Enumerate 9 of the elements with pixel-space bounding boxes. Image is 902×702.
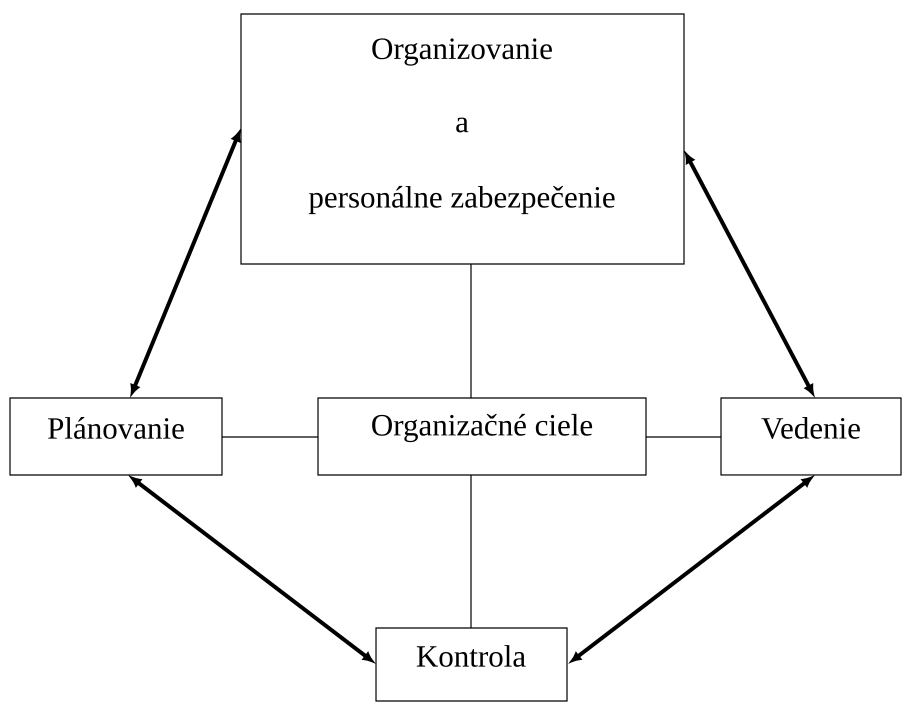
- connector-line: [646, 436, 721, 438]
- process-box: Vedenie: [720, 397, 902, 476]
- connector-line: [222, 436, 318, 438]
- process-box: Organizačné ciele: [317, 397, 647, 476]
- process-box: Organizovanie a personálne zabezpečenie: [240, 13, 685, 265]
- process-box: Plánovanie: [9, 397, 223, 476]
- connector-line: [470, 264, 472, 398]
- process-box: Kontrola: [375, 627, 568, 702]
- connector-line: [470, 475, 472, 628]
